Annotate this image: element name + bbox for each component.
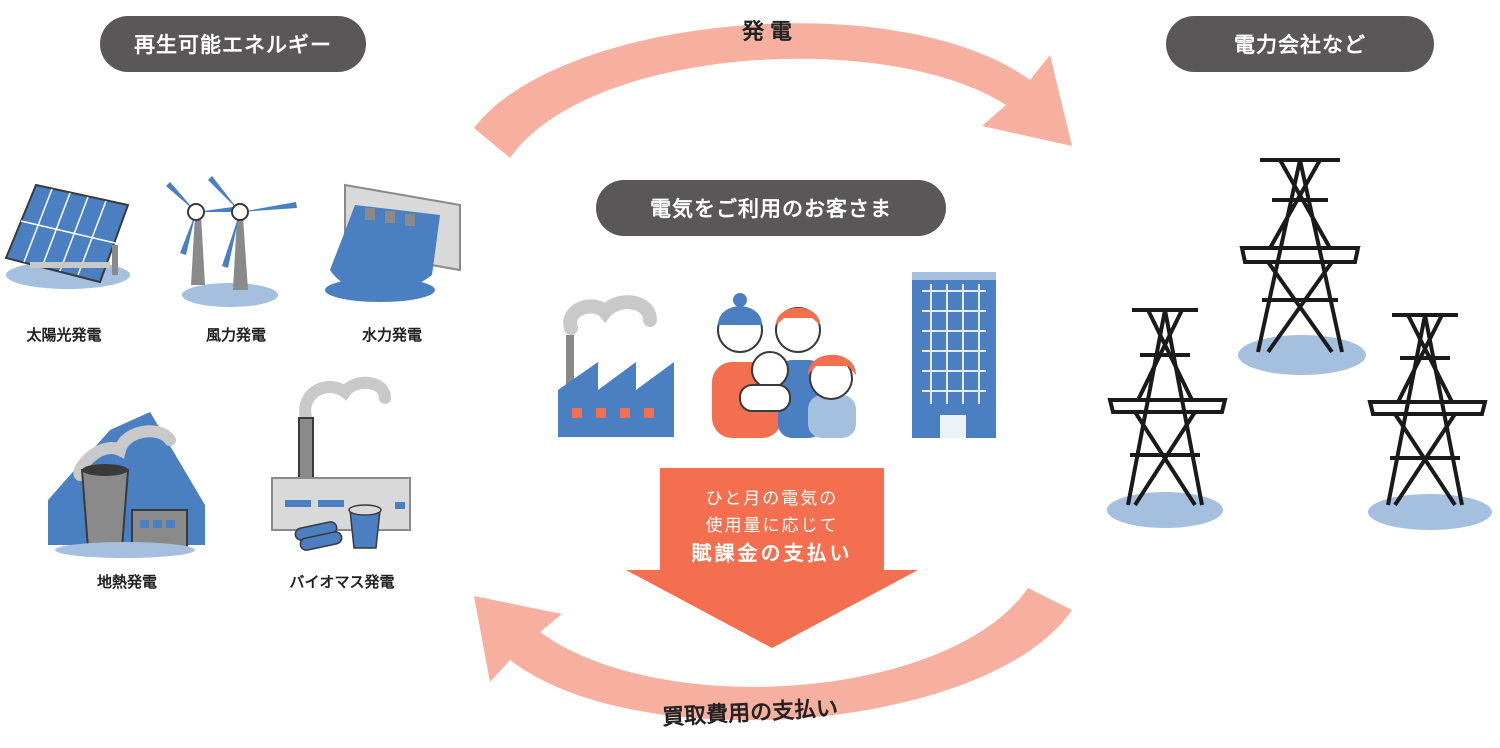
surcharge-line-1: ひと月の電気の bbox=[705, 489, 839, 509]
customer-pill: 電気をご利用のお客さま bbox=[596, 180, 946, 236]
solar-panel-icon bbox=[4, 183, 130, 289]
source-label-wind: 風力発電 bbox=[205, 326, 267, 344]
utility-label: 電力会社など bbox=[1234, 33, 1366, 57]
family-icon bbox=[712, 293, 856, 438]
payment-return-arrow bbox=[474, 588, 1072, 721]
source-label-biomass: バイオマス発電 bbox=[289, 573, 395, 591]
source-label-hydro: 水力発電 bbox=[361, 326, 423, 344]
renewable-energy-label: 再生可能エネルギー bbox=[134, 33, 332, 57]
geothermal-plant-icon bbox=[48, 412, 205, 558]
biomass-plant-icon bbox=[271, 376, 411, 551]
surcharge-line-3: 賦課金の支払い bbox=[691, 541, 853, 565]
surcharge-arrow bbox=[626, 468, 918, 648]
utility-pill: 電力会社など bbox=[1166, 16, 1434, 72]
office-building-icon bbox=[912, 272, 996, 438]
generation-arrow bbox=[474, 23, 1072, 158]
transmission-tower-icon bbox=[1107, 158, 1492, 530]
source-label-geothermal: 地熱発電 bbox=[96, 573, 158, 591]
renewable-energy-pill: 再生可能エネルギー bbox=[100, 16, 366, 72]
surcharge-line-2: 使用量に応じて bbox=[705, 516, 839, 536]
wind-turbine-icon bbox=[166, 176, 297, 307]
customer-label: 電気をご利用のお客さま bbox=[650, 197, 892, 221]
generation-label: 発電 bbox=[742, 20, 799, 45]
source-label-solar: 太陽光発電 bbox=[26, 326, 102, 344]
surcharge-text: ひと月の電気の 使用量に応じて 賦課金の支払い bbox=[660, 486, 884, 567]
factory-icon bbox=[558, 295, 674, 437]
dam-icon bbox=[325, 183, 461, 302]
